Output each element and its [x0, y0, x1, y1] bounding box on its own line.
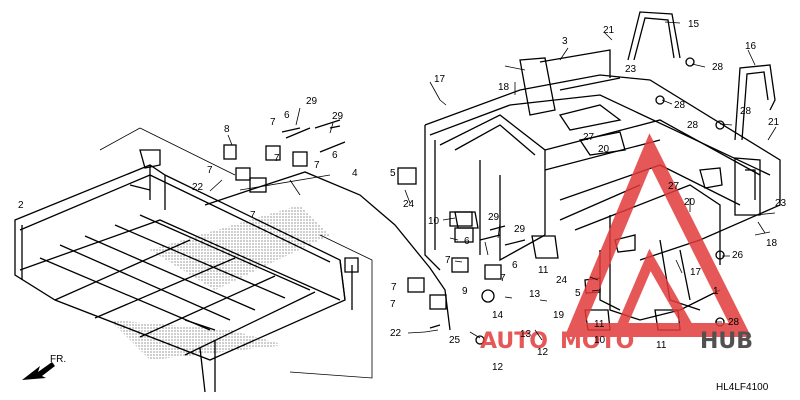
callout-label: 10 [428, 216, 440, 227]
callout-label: 6 [284, 110, 290, 121]
callout-labels: 1 2 3 4 5 5 6 6 6 6 7 7 7 7 7 7 7 7 7 8 … [18, 19, 787, 373]
callout-label: 7 [390, 299, 396, 310]
callout-label: 29 [306, 96, 318, 107]
callout-label: 29 [332, 111, 344, 122]
callout-label: 27 [583, 132, 595, 143]
callout-label: 25 [449, 335, 461, 346]
direction-label: FR. [50, 354, 66, 365]
callout-label: 23 [775, 198, 787, 209]
callout-label: 22 [192, 182, 204, 193]
callout-label: 29 [514, 224, 526, 235]
callout-label: 10 [594, 335, 606, 346]
clamps-upper [223, 119, 346, 193]
callout-label: 5 [575, 288, 581, 299]
callout-label: 4 [352, 168, 358, 179]
front-arrow-icon [22, 362, 55, 380]
clamps-lower [397, 167, 526, 329]
callout-label: 13 [520, 329, 532, 340]
callout-label: 7 [314, 160, 320, 171]
callout-label: 17 [434, 74, 446, 85]
callout-label: 7 [207, 165, 213, 176]
callout-label: 27 [668, 181, 680, 192]
callout-label: 24 [556, 275, 568, 286]
handle-15 [627, 11, 681, 61]
callout-label: 28 [687, 120, 699, 131]
main-frame-assembly [424, 49, 781, 321]
callout-label: 9 [462, 286, 468, 297]
callout-label: 11 [538, 265, 549, 276]
callout-label: 19 [553, 310, 565, 321]
watermark-word-3: HUB [700, 329, 753, 354]
callout-label: 21 [603, 25, 615, 36]
callout-label: 21 [768, 117, 780, 128]
callout-label: 23 [625, 64, 637, 75]
fasteners [281, 57, 776, 345]
callout-label: 28 [674, 100, 686, 111]
callout-label: 11 [594, 319, 605, 330]
callout-label: 14 [492, 310, 504, 321]
callout-label: 28 [740, 106, 752, 117]
lower-frame-assembly [14, 127, 373, 393]
callout-label: 6 [464, 236, 470, 247]
callout-label: 28 [728, 317, 740, 328]
callout-label: 12 [537, 347, 549, 358]
callout-label: 2 [18, 200, 24, 211]
callout-label: 20 [684, 197, 696, 208]
callout-label: 13 [529, 289, 541, 300]
callout-label: 7 [445, 255, 451, 266]
callout-label: 24 [403, 199, 415, 210]
callout-label: 6 [332, 150, 338, 161]
diagram-code: HL4LF4100 [716, 382, 769, 393]
callout-label: 26 [732, 250, 744, 261]
callout-label: 1 [713, 286, 719, 297]
callout-label: 18 [766, 238, 778, 249]
callout-label: 29 [488, 212, 500, 223]
callout-label: 7 [500, 273, 506, 284]
callout-label: 7 [391, 282, 397, 293]
callout-label: 11 [656, 340, 667, 351]
callout-label: 18 [498, 82, 510, 93]
callout-label: 3 [562, 36, 568, 47]
callout-label: 7 [250, 210, 256, 221]
front-direction-indicator: FR. [22, 354, 66, 380]
callout-label: 7 [270, 117, 276, 128]
callout-label: 8 [224, 124, 230, 135]
handle-16 [734, 64, 776, 141]
callout-label: 5 [390, 168, 396, 179]
watermark-logo: AUTO MOTO HUB [480, 133, 753, 354]
watermark-triangle-icon [564, 133, 752, 337]
callout-label: 12 [492, 362, 504, 373]
watermark-word-2: MOTO [560, 329, 634, 354]
callout-label: 6 [512, 260, 518, 271]
leader-lines [209, 21, 777, 341]
callout-label: 28 [712, 62, 724, 73]
callout-label: 20 [598, 144, 610, 155]
callout-label: 17 [690, 267, 702, 278]
callout-label: 15 [688, 19, 700, 30]
callout-label: 16 [745, 41, 757, 52]
watermark-word-1: AUTO [480, 329, 548, 354]
callout-label: 22 [390, 328, 402, 339]
cable-assembly [204, 171, 451, 331]
callout-label: 7 [274, 153, 280, 164]
